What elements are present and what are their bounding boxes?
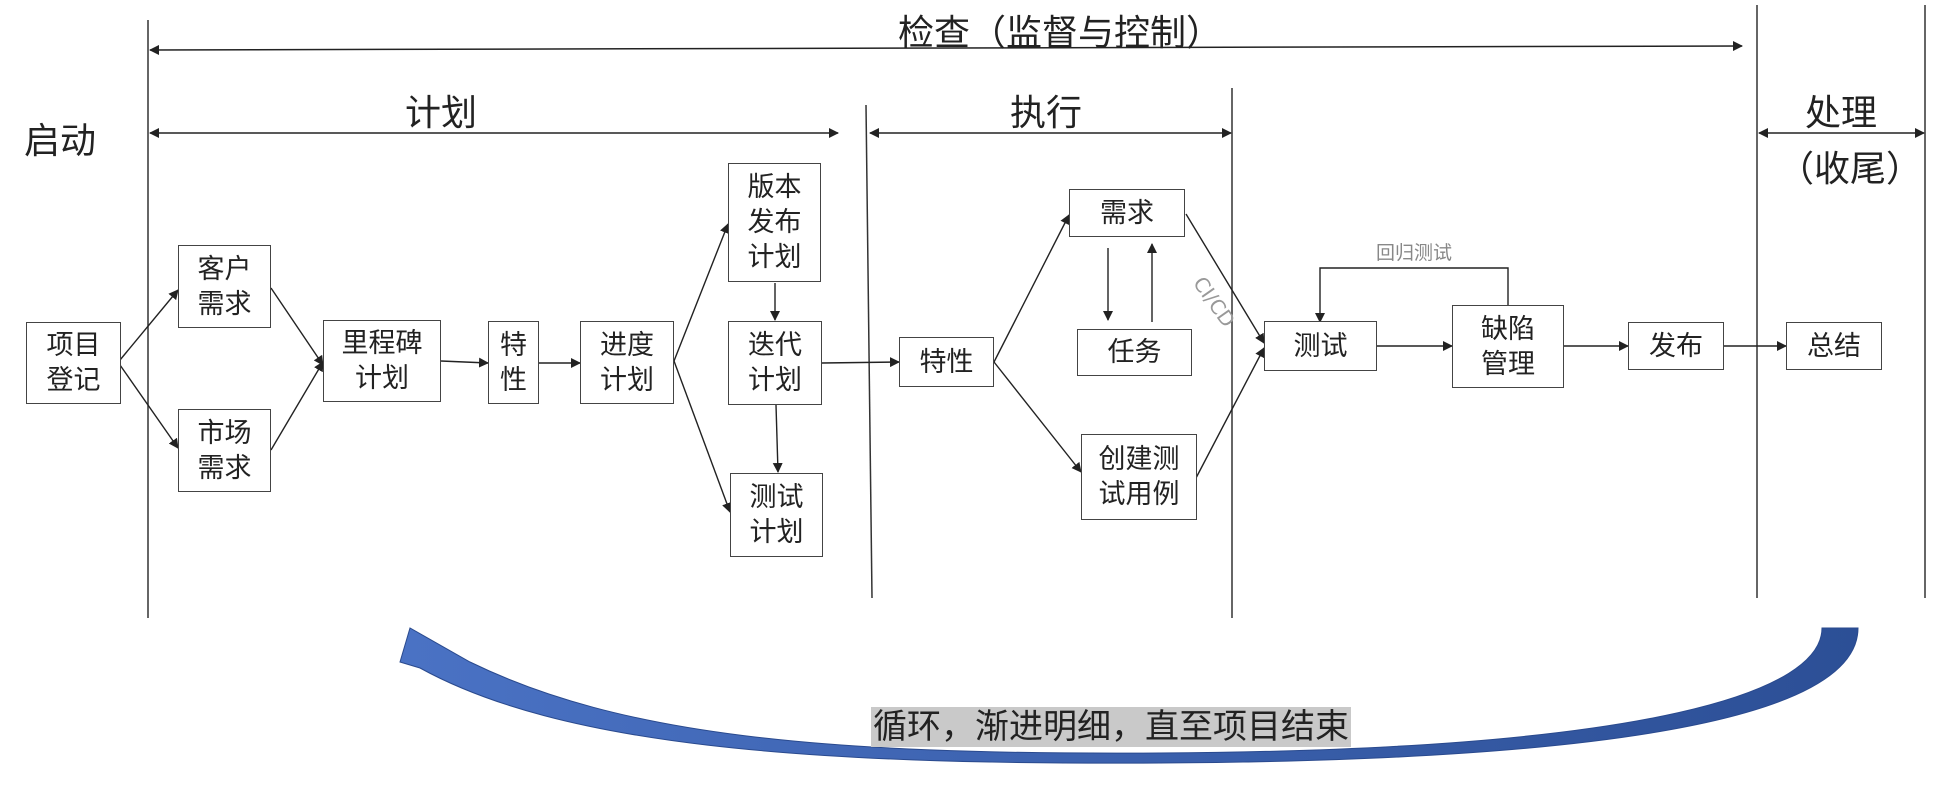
node-requirement: 需求 [1069,189,1185,237]
node-defect-management: 缺陷 管理 [1452,305,1564,388]
edge-customer-milestone [270,287,324,366]
node-project-register: 项目 登记 [26,322,121,404]
edge-milestone-feature [440,357,489,368]
edge-regression-loop [1315,267,1509,323]
divider-plan-exec [865,104,873,599]
node-test-plan: 测试 计划 [730,473,823,557]
label-cycle: 循环，渐进明细，直至项目结束 [871,707,1351,747]
node-create-testcase: 创建测 试用例 [1081,434,1197,520]
node-test: 测试 [1264,321,1377,371]
phase-span-arrows [149,41,1925,138]
phase-label-check: 检查（监督与控制） [898,13,1223,54]
node-release: 发布 [1628,322,1724,370]
phase-label-process-sub: （收尾） [1778,149,1923,190]
edge-register-customer [119,289,179,361]
edge-register-market [119,364,179,449]
node-milestone-plan: 里程碑 计划 [323,320,441,402]
node-iteration-plan: 迭代 计划 [728,321,822,405]
node-summary: 总结 [1786,322,1882,370]
node-feature: 特性 [899,337,994,387]
node-feature-plan: 特 性 [488,321,539,404]
phase-dividers [147,5,1926,618]
edge-iteration-feature [821,357,900,368]
node-task: 任务 [1077,329,1192,376]
phase-label-start: 启动 [24,121,97,162]
check-span-arrow [149,41,1743,55]
node-market-requirement: 市场 需求 [178,409,271,492]
edge-market-milestone [270,361,324,451]
phase-label-plan: 计划 [405,93,478,134]
flow-connectors [119,213,1787,513]
label-regression-test: 回归测试 [1376,242,1453,264]
phase-label-process: 处理 [1805,93,1878,134]
phase-label-execute: 执行 [1010,93,1083,134]
cycle-arrow [399,627,1859,764]
edge-feature-requirement [993,214,1070,363]
node-release-plan: 版本 发布 计划 [728,163,821,282]
node-schedule-plan: 进度 计划 [580,321,674,404]
edge-feature-testcase [993,361,1082,473]
edge-requirement-test [1185,213,1265,344]
edge-schedule-release [673,223,730,362]
edge-iteration-test-plan [772,404,783,473]
node-customer-requirement: 客户 需求 [178,245,271,328]
edge-schedule-test-plan [673,360,732,513]
edge-testcase-test [1195,347,1265,479]
